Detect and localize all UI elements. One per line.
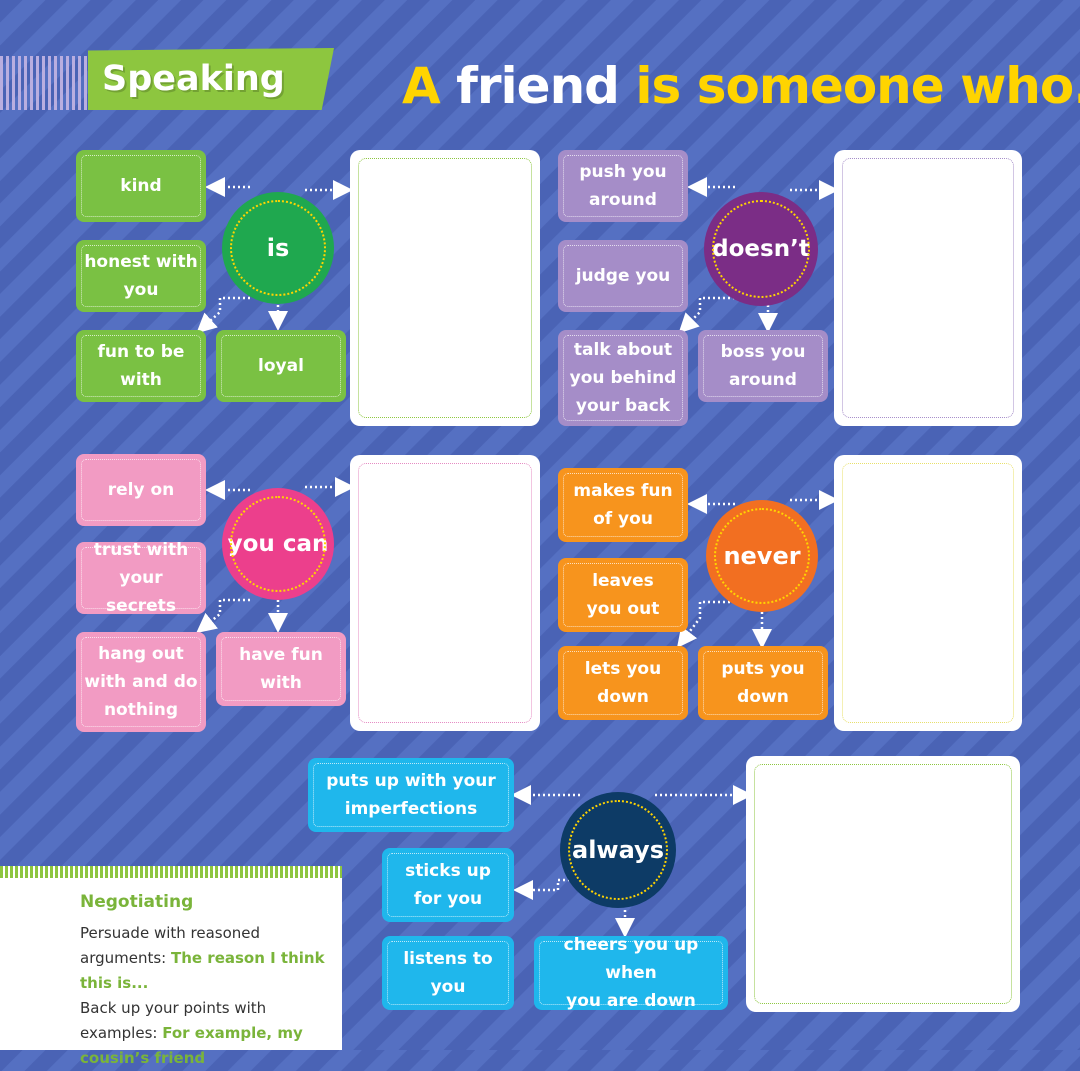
negotiating-stripe bbox=[0, 866, 342, 878]
never-item-leaves: leaves you out bbox=[558, 558, 688, 632]
negotiating-tip-1: Persuade with reasoned arguments: The re… bbox=[80, 921, 332, 996]
title-part-2: friend bbox=[456, 57, 620, 115]
always-item-listens: listens to you bbox=[382, 936, 514, 1010]
doesnt-circle: doesn’t bbox=[704, 192, 818, 306]
youcan-item-havefun: have fun with bbox=[216, 632, 346, 706]
always-circle: always bbox=[560, 792, 676, 908]
never-item-lets: lets you down bbox=[558, 646, 688, 720]
doesnt-item-talk: talk about you behind your back bbox=[558, 330, 688, 426]
is-circle: is bbox=[222, 192, 334, 304]
always-item-sticks: sticks up for you bbox=[382, 848, 514, 922]
youcan-item-rely: rely on bbox=[76, 454, 206, 526]
negotiating-title: Negotiating bbox=[80, 892, 194, 912]
never-circle: never bbox=[706, 500, 818, 612]
page-title: A friend is someone who... bbox=[402, 56, 1080, 116]
always-item-putsup: puts up with your imperfections bbox=[308, 758, 514, 832]
is-answer-card[interactable] bbox=[350, 150, 540, 426]
section-label: Speaking bbox=[102, 59, 285, 99]
is-item-loyal: loyal bbox=[216, 330, 346, 402]
doesnt-item-judge: judge you bbox=[558, 240, 688, 312]
youcan-answer-card[interactable] bbox=[350, 455, 540, 731]
title-part-1: A bbox=[402, 57, 441, 115]
negotiating-tip-2-text: Back up your points with examples: bbox=[80, 999, 267, 1042]
youcan-circle: you can bbox=[222, 488, 334, 600]
doesnt-item-push: push you around bbox=[558, 150, 688, 222]
is-item-honest: honest with you bbox=[76, 240, 206, 312]
always-item-cheers: cheers you up when you are down bbox=[534, 935, 728, 1011]
title-part-3: is someone who... bbox=[635, 57, 1080, 115]
always-answer-card[interactable] bbox=[746, 756, 1020, 1012]
doesnt-item-boss: boss you around bbox=[698, 330, 828, 402]
never-answer-card[interactable] bbox=[834, 455, 1022, 731]
negotiating-tip-1-text: Persuade with reasoned arguments: bbox=[80, 924, 261, 967]
never-item-makesfun: makes fun of you bbox=[558, 468, 688, 542]
youcan-item-hangout: hang out with and do nothing bbox=[76, 632, 206, 732]
negotiating-tip-2: Back up your points with examples: For e… bbox=[80, 996, 332, 1071]
youcan-item-trust: trust with your secrets bbox=[76, 540, 206, 616]
negotiating-tip-1-example: The reason I think this is... bbox=[80, 949, 325, 992]
is-item-fun: fun to be with bbox=[76, 330, 206, 402]
doesnt-answer-card[interactable] bbox=[834, 150, 1022, 426]
is-item-kind: kind bbox=[76, 150, 206, 222]
section-banner bbox=[88, 48, 334, 110]
never-item-puts: puts you down bbox=[698, 646, 828, 720]
negotiating-panel: Negotiating Persuade with reasoned argum… bbox=[0, 878, 342, 1067]
